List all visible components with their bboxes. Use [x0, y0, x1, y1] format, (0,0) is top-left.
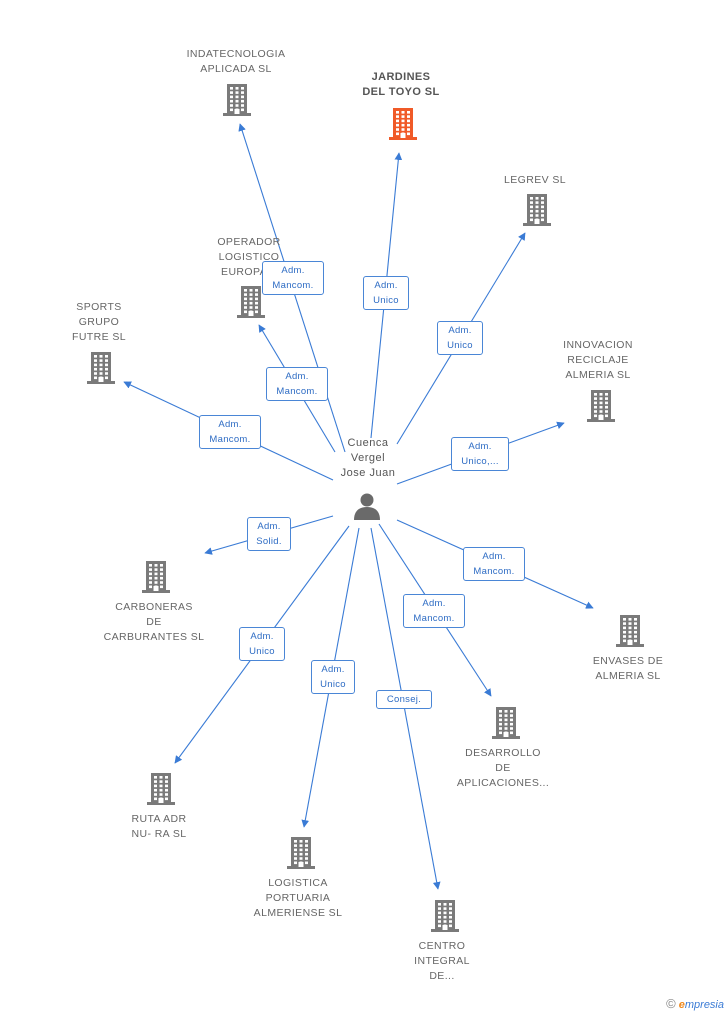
relation-label-legrev[interactable]: Adm. Unico: [437, 321, 483, 355]
relation-label-envases[interactable]: Adm. Mancom.: [463, 547, 525, 581]
relation-label-jardines[interactable]: Adm. Unico: [363, 276, 409, 310]
building-icon-legrev: [523, 194, 551, 226]
relation-label-sports[interactable]: Adm. Mancom.: [199, 415, 261, 449]
person-name[interactable]: Cuenca Vergel Jose Juan: [340, 437, 396, 479]
relation-label-centro[interactable]: Consej.: [376, 690, 432, 709]
building-icon-indatecnologia: [223, 84, 251, 116]
company-label-sports[interactable]: SPORTS GRUPO FUTRE SL: [72, 301, 126, 343]
company-label-desarrollo[interactable]: DESARROLLO DE APLICACIONES...: [456, 747, 550, 789]
relation-label-operador[interactable]: Adm. Mancom.: [266, 367, 328, 401]
company-label-jardines[interactable]: JARDINES DEL TOYO SL: [362, 71, 440, 98]
building-icon-ruta: [147, 773, 175, 805]
relation-label-desarrollo[interactable]: Adm. Mancom.: [403, 594, 465, 628]
relation-label-ruta[interactable]: Adm. Unico: [239, 627, 285, 661]
building-icon-carboneras: [142, 561, 170, 593]
building-icon-envases: [616, 615, 644, 647]
company-label-innovacion[interactable]: INNOVACION RECICLAJE ALMERIA SL: [563, 339, 633, 381]
company-label-carboneras[interactable]: CARBONERAS DE CARBURANTES SL: [103, 601, 205, 643]
building-icon-sports: [87, 352, 115, 384]
footer-brand: © empresia: [666, 996, 724, 1011]
building-icon-logistica: [287, 837, 315, 869]
relation-label-innovacion[interactable]: Adm. Unico,...: [451, 437, 509, 471]
company-label-indatecnologia[interactable]: INDATECNOLOGIA APLICADA SL: [186, 48, 286, 75]
company-label-legrev[interactable]: LEGREV SL: [504, 174, 566, 186]
company-label-envases[interactable]: ENVASES DE ALMERIA SL: [592, 655, 664, 682]
building-icon-jardines: [389, 108, 417, 140]
relation-label-logistica[interactable]: Adm. Unico: [311, 660, 355, 694]
company-label-logistica[interactable]: LOGISTICA PORTUARIA ALMERIENSE SL: [253, 877, 343, 919]
brand-name: empresia: [678, 999, 724, 1011]
relation-label-indatecnologia[interactable]: Adm. Mancom.: [262, 261, 324, 295]
company-label-centro[interactable]: CENTRO INTEGRAL DE...: [414, 940, 470, 982]
company-label-ruta[interactable]: RUTA ADR NU- RA SL: [131, 813, 187, 840]
person-icon[interactable]: [352, 491, 382, 521]
building-icon-innovacion: [587, 390, 615, 422]
copyright-icon: ©: [666, 996, 676, 1011]
relation-label-carboneras[interactable]: Adm. Solid.: [247, 517, 291, 551]
building-icon-operador: [237, 286, 265, 318]
building-icon-desarrollo: [492, 707, 520, 739]
building-icon-centro: [431, 900, 459, 932]
